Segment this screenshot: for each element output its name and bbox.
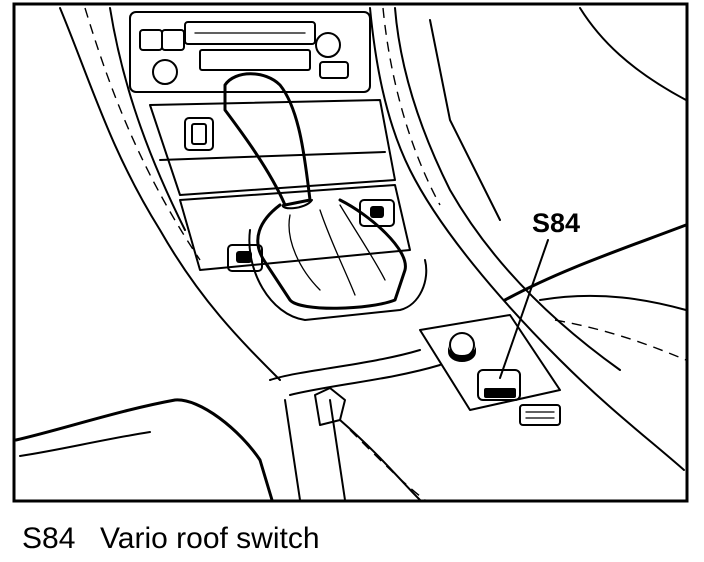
- callout-leader-line: [499, 239, 549, 379]
- illustration-frame: [12, 2, 689, 503]
- lower-console: [269, 314, 561, 501]
- gear-lever: [223, 72, 428, 321]
- caption-text: Vario roof switch: [100, 522, 320, 555]
- seats: [14, 7, 688, 502]
- s84-callout: S84: [499, 208, 580, 379]
- center-console-outline: [59, 7, 685, 471]
- figure-caption: S84 Vario roof switch: [22, 519, 320, 559]
- callout-label: S84: [532, 208, 580, 238]
- caption-code: S84: [22, 522, 76, 555]
- radio-panel: [129, 11, 371, 93]
- switch-panel: [149, 99, 411, 272]
